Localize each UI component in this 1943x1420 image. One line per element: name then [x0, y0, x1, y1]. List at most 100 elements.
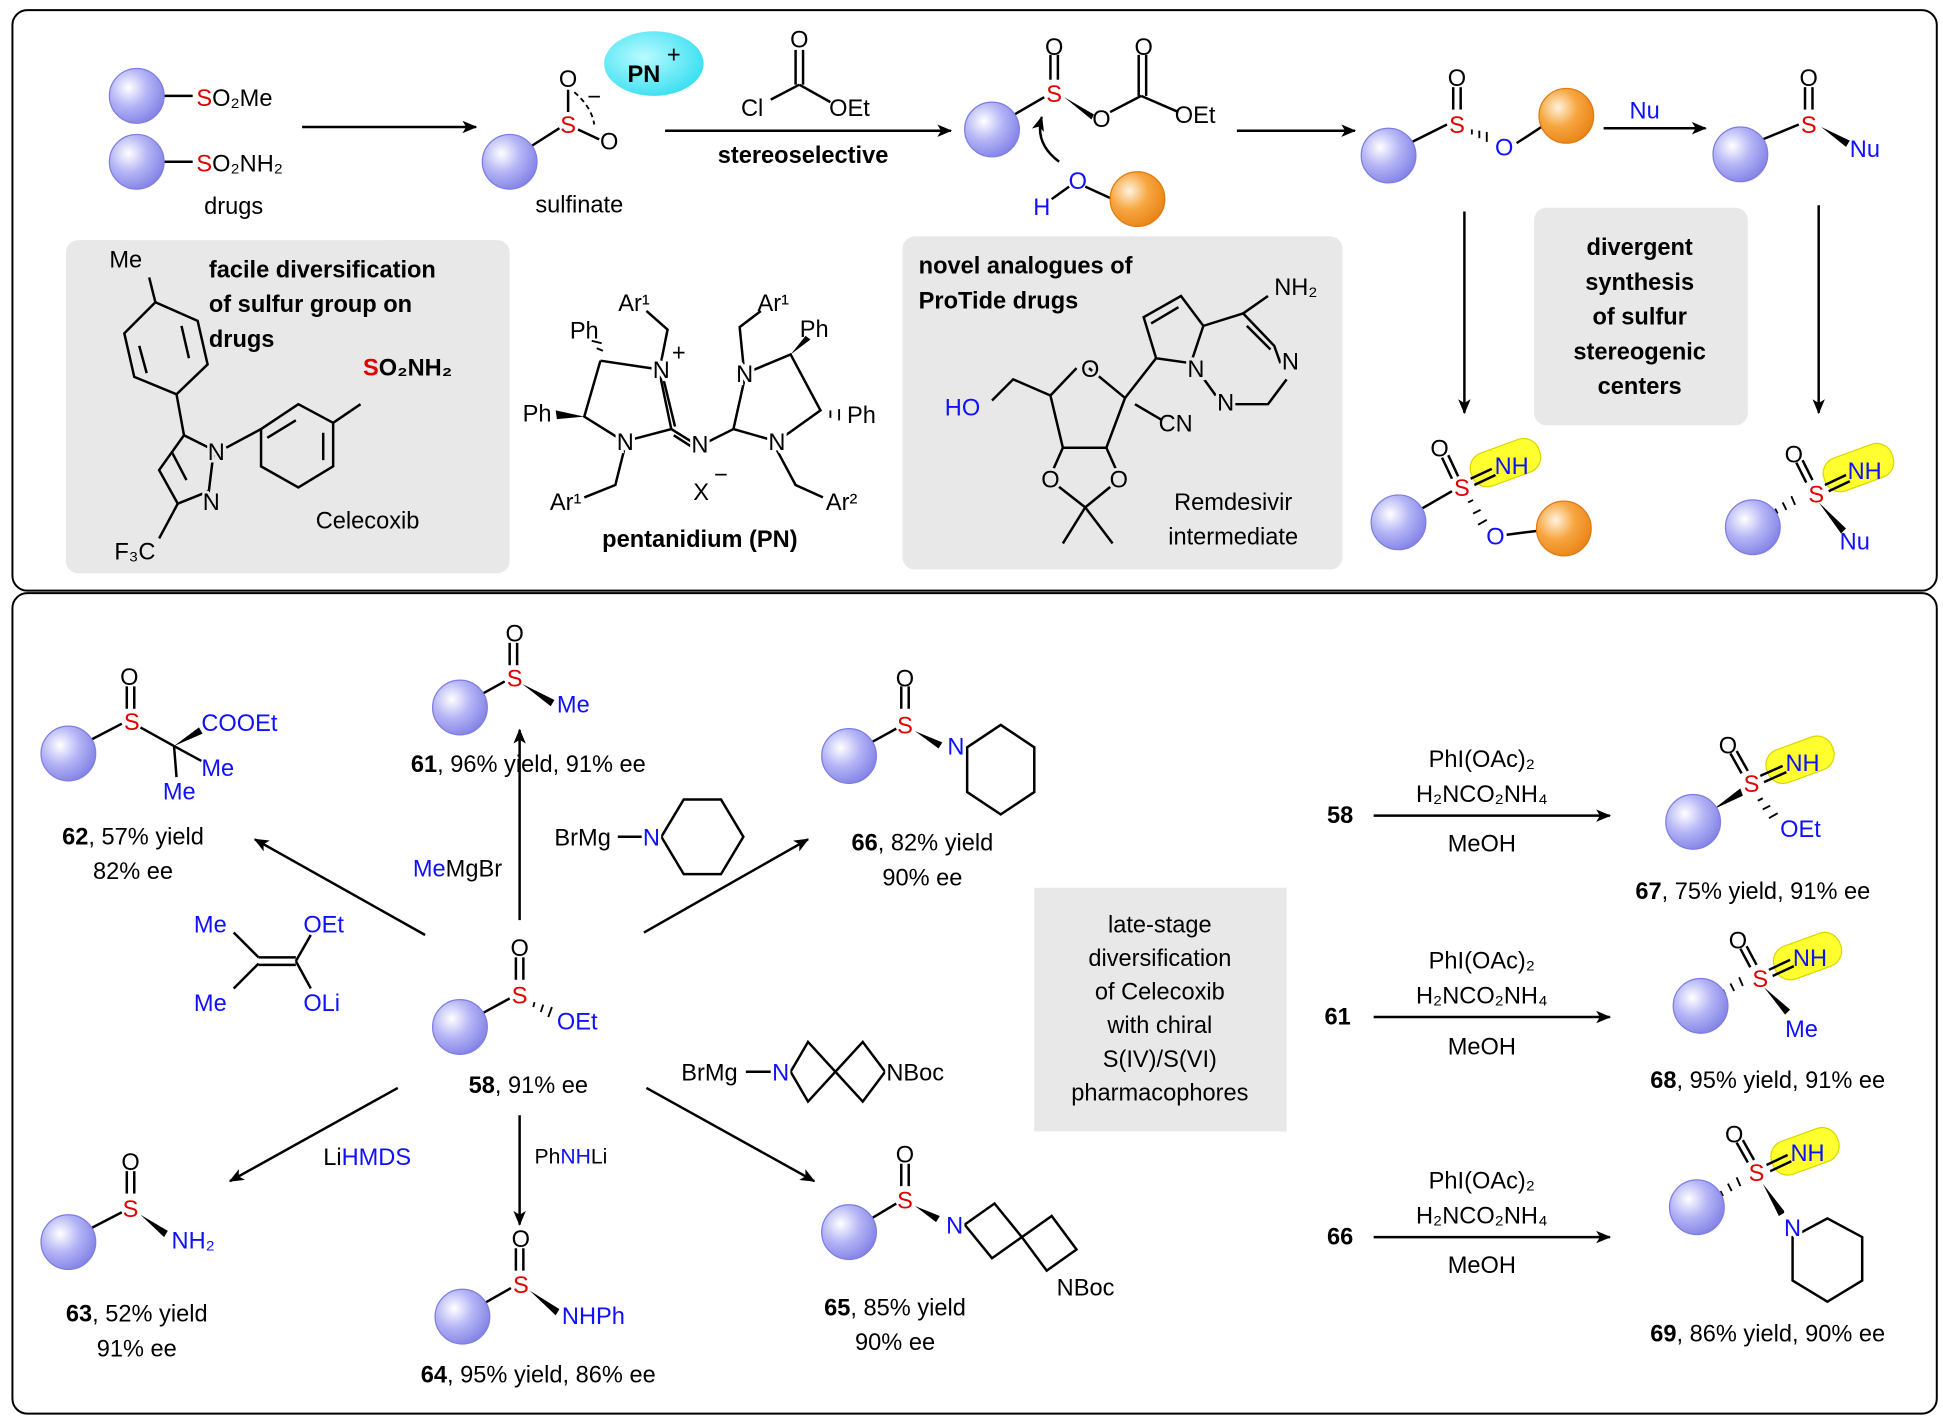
oxygen-label: O [600, 129, 618, 155]
oxygen-label: O [1041, 467, 1059, 493]
svg-text:66, 82% yield: 66, 82% yield [852, 830, 994, 856]
box-text: S(IV)/S(VI) [1103, 1047, 1217, 1073]
compound-number: 66 [852, 830, 878, 856]
drug-ball-icon [821, 728, 878, 784]
box-text: facile diversification [209, 257, 436, 283]
reaction-arrow [643, 838, 810, 934]
sulfonamide-label: O₂NH₂ [379, 356, 452, 382]
oxygen-label: O [1430, 436, 1448, 462]
celecoxib-skeleton [122, 277, 362, 540]
compound-ee: 91% ee [97, 1336, 177, 1362]
sulfur-label: S [897, 1188, 913, 1214]
oxygen-label: O [1719, 734, 1737, 760]
oxygen-label: O [1486, 525, 1504, 551]
drug-ball-icon [1712, 126, 1769, 183]
compound-result: , 85% yield [850, 1295, 966, 1321]
compound-66: S O N 66, 82% yield 90% ee [821, 666, 1036, 891]
oxygen-label: O [1081, 357, 1099, 383]
oxygen-label: O [510, 936, 528, 962]
oxygen-label: O [1800, 66, 1818, 92]
condition-label: MeOH [1448, 832, 1516, 858]
compound-number: 58 [469, 1073, 495, 1099]
ethoxy-label: OEt [1175, 103, 1216, 129]
ester-label: COOEt [201, 711, 278, 737]
pentanidium-structure: Ph Ph Ph Ph Ar¹ Ar¹ Ar¹ Ar² N + N N N N … [523, 291, 876, 553]
box-text: synthesis [1585, 270, 1694, 296]
sulfur-label: S [1801, 113, 1817, 139]
reagent-label: Li [591, 1146, 607, 1169]
nitrogen-label: N [736, 362, 753, 388]
nitrile-label: CN [1159, 412, 1193, 438]
nitrogen-label: N [653, 358, 670, 384]
condition-label: MeOH [1448, 1034, 1516, 1060]
curved-attack-arrow [1032, 115, 1060, 163]
drug-sulfonamide: SO₂NH₂ [108, 133, 283, 190]
charge-label: + [672, 341, 686, 367]
box-text: pharmacophores [1071, 1080, 1248, 1106]
svg-text:SO₂NH₂: SO₂NH₂ [196, 152, 283, 178]
oxygen-label: O [1448, 66, 1466, 92]
methyl-label: Me [194, 913, 227, 939]
alcohol-ball-icon [1109, 171, 1166, 228]
oxygen-label: O [1092, 107, 1110, 133]
reagent-label: Me [413, 857, 446, 883]
methyl-label: Me [109, 247, 142, 273]
condition-label: stereoselective [718, 143, 889, 169]
condition-label: H₂NCO₂NH₄ [1416, 983, 1548, 1009]
methyl-label: Me [163, 780, 196, 806]
compound-result: , 52% yield [92, 1302, 208, 1328]
reagent-label: HMDS [342, 1145, 412, 1171]
oxygen-label: O [120, 665, 138, 691]
ethoxy-label: OEt [829, 96, 870, 122]
compound-62: S O COOEt Me Me 62, 57% yield 82% ee [40, 665, 278, 885]
nitrogen-label: N [946, 1213, 963, 1239]
box-text: late-stage [1108, 913, 1212, 939]
sulfinate-label: sulfinate [535, 193, 623, 219]
box-text: centers [1598, 374, 1682, 400]
svg-text:LiHMDS: LiHMDS [323, 1145, 411, 1171]
drug-ball-icon [1672, 977, 1729, 1034]
nitrogen-label: N [1282, 349, 1299, 375]
condition-label: MeOH [1448, 1253, 1516, 1279]
chlorine-label: Cl [741, 96, 763, 122]
compound-result: , 57% yield [88, 824, 204, 850]
box-text: divergent [1587, 235, 1693, 261]
starting-material-number: 66 [1327, 1225, 1353, 1251]
sulfur-label: S [1808, 482, 1824, 508]
condition-label: H₂NCO₂NH₄ [1416, 1203, 1548, 1229]
drug-ball-icon [1668, 1179, 1725, 1236]
substituent-label: O₂NH₂ [212, 152, 283, 178]
celecoxib-name: Celecoxib [316, 509, 420, 535]
reagent-label: BrMg [681, 1060, 737, 1086]
sulfur-label: S [513, 1273, 529, 1299]
oxygen-label: O [1785, 443, 1803, 469]
oxygen-label: O [1134, 35, 1152, 61]
phenyl-label: Ph [570, 318, 599, 344]
ethoxy-label: OEt [1780, 817, 1821, 843]
reagent-label: Ph [535, 1146, 561, 1169]
condition-label: PhI(OAc)₂ [1429, 949, 1535, 975]
mixed-anhydride-structure: S O O O OEt H O [964, 35, 1216, 228]
substituent-label: O₂Me [212, 86, 272, 112]
imine-label: NH [1793, 946, 1827, 972]
svg-text:58, 91% ee: 58, 91% ee [469, 1073, 588, 1099]
box-text: diversification [1088, 946, 1231, 972]
counterion-label: X [693, 480, 709, 506]
compound-ee: 90% ee [855, 1330, 935, 1356]
sulfur-label: S [123, 1197, 139, 1223]
spiroazetidine-grignard-reagent: BrMg N NBoc [681, 1039, 947, 1104]
svg-text:61, 96% yield, 91% ee: 61, 96% yield, 91% ee [411, 752, 646, 778]
imine-label: NH [1785, 751, 1819, 777]
piperidinyl-grignard-reagent: BrMg N [554, 798, 745, 876]
compound-number: 65 [824, 1295, 850, 1321]
drug-ball-icon [1724, 499, 1781, 556]
compound-ee: 90% ee [882, 865, 962, 891]
drug-ball-icon [40, 725, 97, 782]
svg-text:68, 95% yield, 91% ee: 68, 95% yield, 91% ee [1650, 1068, 1885, 1094]
remdesivir-name: Remdesivir [1174, 490, 1292, 516]
phenyl-label: Ph [800, 317, 829, 343]
compound-result: , 91% ee [495, 1073, 588, 1099]
starting-material-number: 61 [1324, 1005, 1350, 1031]
aryl-label: Ar¹ [757, 291, 789, 317]
sulfur-label: S [1744, 772, 1760, 798]
